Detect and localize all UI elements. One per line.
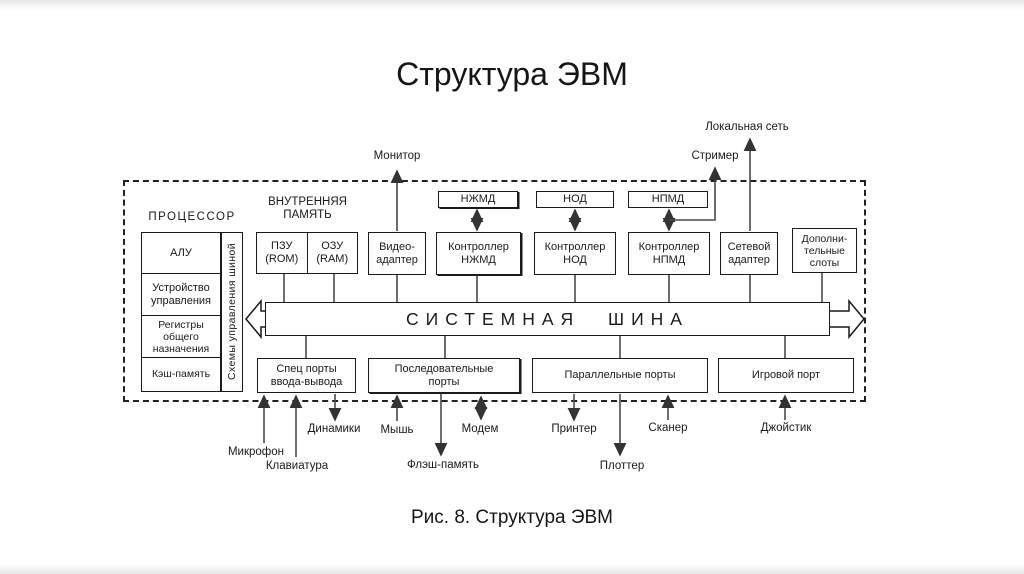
streamer-label: Стример xyxy=(691,150,739,162)
scanner-label: Сканер xyxy=(648,422,688,434)
keyboard-label: Клавиатура xyxy=(265,460,329,472)
odd-box: НОД xyxy=(536,191,614,208)
odd-controller-box: Контроллер НОД xyxy=(534,232,616,275)
network-adapter-box: Сетевой адаптер xyxy=(720,232,778,275)
internal-memory-title: ВНУТРЕННЯЯ ПАМЯТЬ xyxy=(268,196,347,221)
figure-caption: Рис. 8. Структура ЭВМ xyxy=(410,507,614,528)
rom-cell: ПЗУ (ROM) xyxy=(265,240,299,265)
slide-title: Структура ЭВМ xyxy=(396,56,628,92)
flash-label: Флэш-память xyxy=(406,459,480,471)
processor-box: АЛУ Устройство управления Регистры общег… xyxy=(141,232,221,392)
control-unit-cell: Устройство управления xyxy=(142,273,220,315)
mouse-label: Мышь xyxy=(380,424,414,436)
microphone-label: Микрофон xyxy=(227,446,285,458)
streamer-arrow xyxy=(669,166,722,221)
slide-top-edge xyxy=(0,0,1024,10)
slide-bottom-edge xyxy=(0,564,1024,574)
serial-ports-box: Последовательные порты xyxy=(368,358,520,393)
system-unit-boundary xyxy=(123,180,866,402)
system-bus: СИСТЕМНАЯ ШИНА xyxy=(265,302,830,336)
processor-title: ПРОЦЕССОР xyxy=(148,211,236,223)
ram-cell: ОЗУ (RAM) xyxy=(306,233,358,273)
bus-control-box: Схемы управления шиной xyxy=(221,232,243,392)
video-adapter-box: Видео- адаптер xyxy=(368,232,426,275)
hdd-controller-box: Контроллер НЖМД xyxy=(436,232,521,275)
expansion-slots-box: Дополни- тельные слоты xyxy=(792,228,857,273)
hdd-box: НЖМД xyxy=(438,191,518,208)
internal-memory-box: ПЗУ (ROM) ОЗУ (RAM) xyxy=(256,232,358,274)
monitor-label: Монитор xyxy=(373,150,421,162)
fdd-controller-box: Контроллер НПМД xyxy=(628,232,710,275)
lan-label: Локальная сеть xyxy=(705,121,789,133)
bus-control-label: Схемы управления шиной xyxy=(225,243,238,381)
cache-cell: Кэш-память xyxy=(142,357,220,390)
alu-cell: АЛУ xyxy=(170,246,192,259)
bus-arrow-right xyxy=(827,298,865,340)
modem-label: Модем xyxy=(461,423,499,435)
joystick-label: Джойстик xyxy=(760,422,812,434)
printer-label: Принтер xyxy=(551,423,597,435)
fdd-box: НПМД xyxy=(628,191,708,208)
plotter-label: Плоттер xyxy=(599,460,645,472)
io-ports-box: Спец порты ввода-вывода xyxy=(257,358,356,393)
speakers-label: Динамики xyxy=(307,423,361,435)
parallel-ports-box: Параллельные порты xyxy=(532,358,708,393)
game-port-box: Игровой порт xyxy=(718,358,854,393)
bus-arrow-left xyxy=(245,298,268,340)
registers-cell: Регистры общего назначения xyxy=(142,315,220,357)
